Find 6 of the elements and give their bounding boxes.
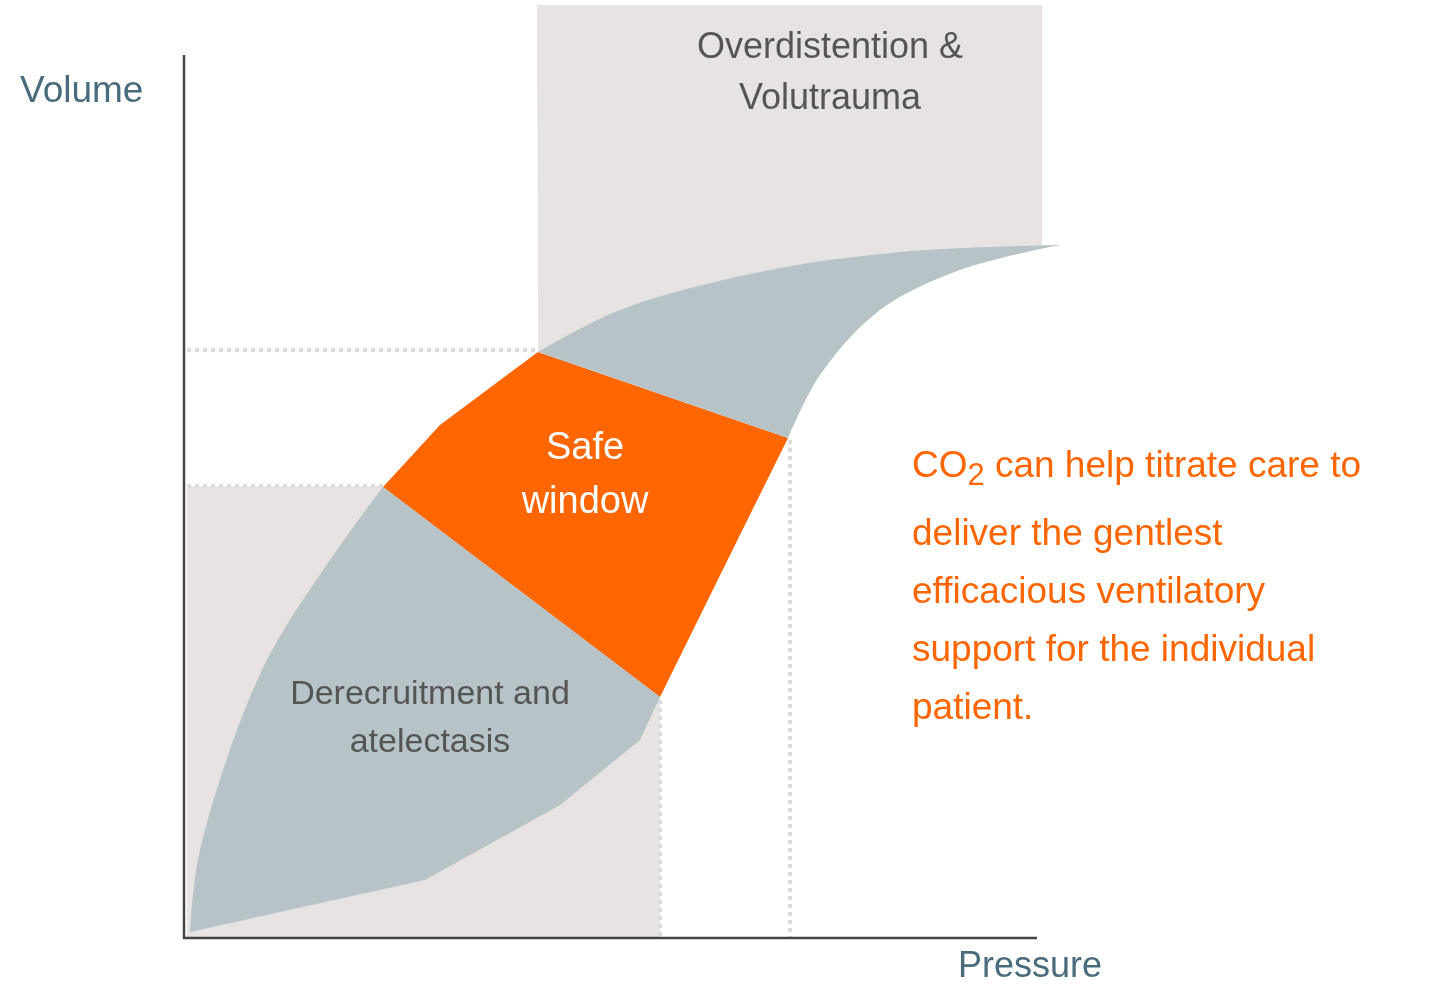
axis-title: Volume [20,68,145,112]
axis-title: Pressure [958,943,1104,984]
region-label: Overdistention & Volutrauma [695,24,965,120]
region-label: Derecruitment and atelectasis [289,672,571,762]
note-text: CO$_{2}$ can help titrate care to deliver the gentlest efficacious ventilatory support for the individual patient. [912,443,1363,730]
region-label: Safe window [520,424,650,523]
